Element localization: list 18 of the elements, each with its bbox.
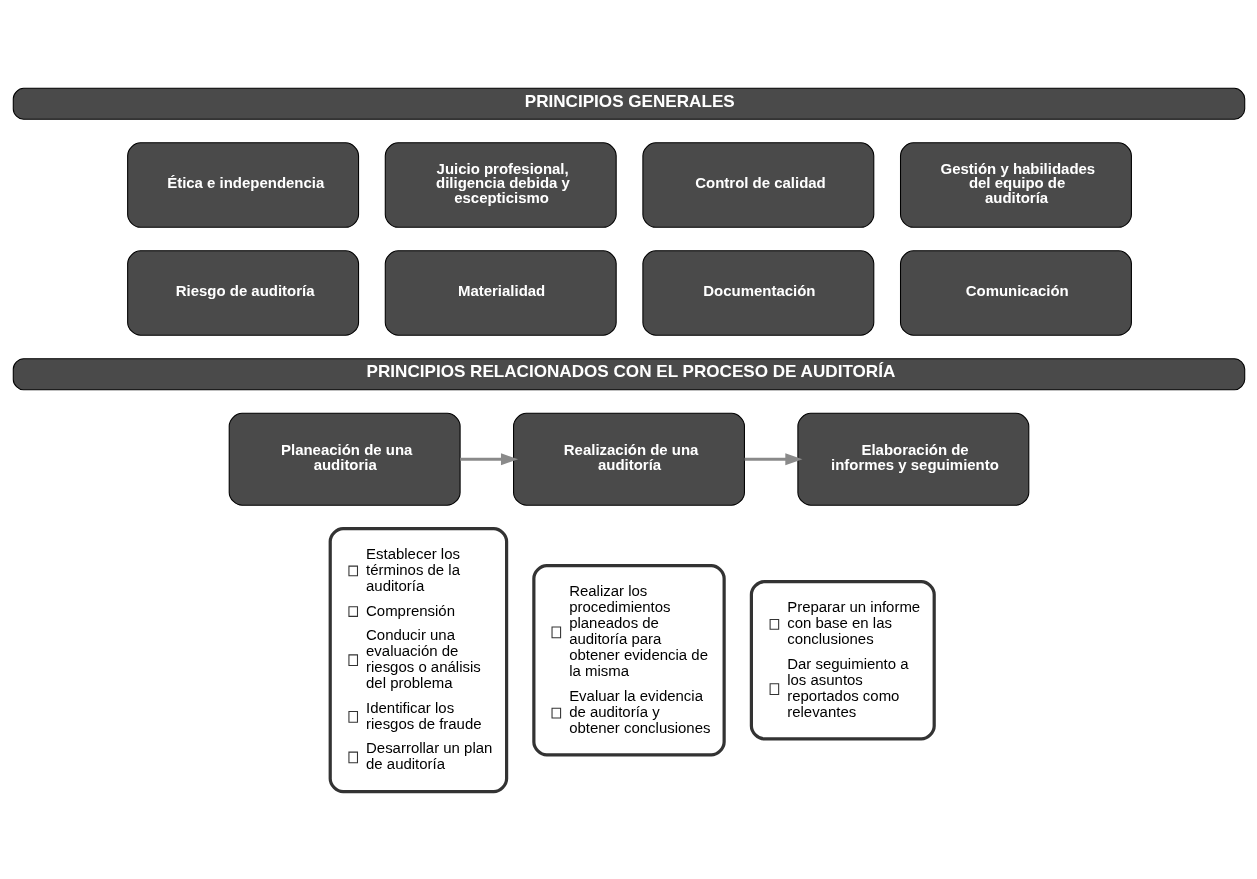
node-box: Materialidad	[384, 249, 617, 336]
arrow	[744, 452, 802, 465]
node-box: Ética e independencia	[126, 141, 359, 228]
node-box: Comunicación	[899, 249, 1132, 336]
node-box: Juicio profesional, diligencia debida y escepticismo	[384, 141, 617, 228]
node-box: Preparar un informe con base en las conclusiones Dar seguimiento a los asuntos reportados como relevantes	[749, 579, 936, 740]
node-box: Establecer los términos de la auditoría Comprensión Conducir una evaluación de riesgos o análisis del problema Identificar los riesgos de fraude Desarrollar un plan de auditoría	[328, 526, 508, 793]
node-box: PRINCIPIOS RELACIONADOS CON EL PROCESO DE AUDITORÍA	[12, 357, 1245, 390]
node-box: Documentación	[641, 249, 874, 336]
node-box: Realización de una auditoría	[512, 412, 745, 506]
node-box: Planeación de una auditoria	[228, 412, 461, 506]
node-box: Realizar los procedimientos planeados de auditoría para obtener evidencia de la misma Evaluar la evidencia de auditoría y obtener conclusiones	[531, 563, 726, 756]
node-box: PRINCIPIOS GENERALES	[12, 87, 1245, 120]
node-box: Elaboración de informes y seguimiento	[796, 412, 1029, 506]
node-box: Control de calidad	[641, 141, 874, 228]
node-box: Riesgo de auditoría	[126, 249, 359, 336]
node-box: Gestión y habilidades del equipo de auditoría	[899, 141, 1132, 228]
arrow	[459, 452, 518, 465]
